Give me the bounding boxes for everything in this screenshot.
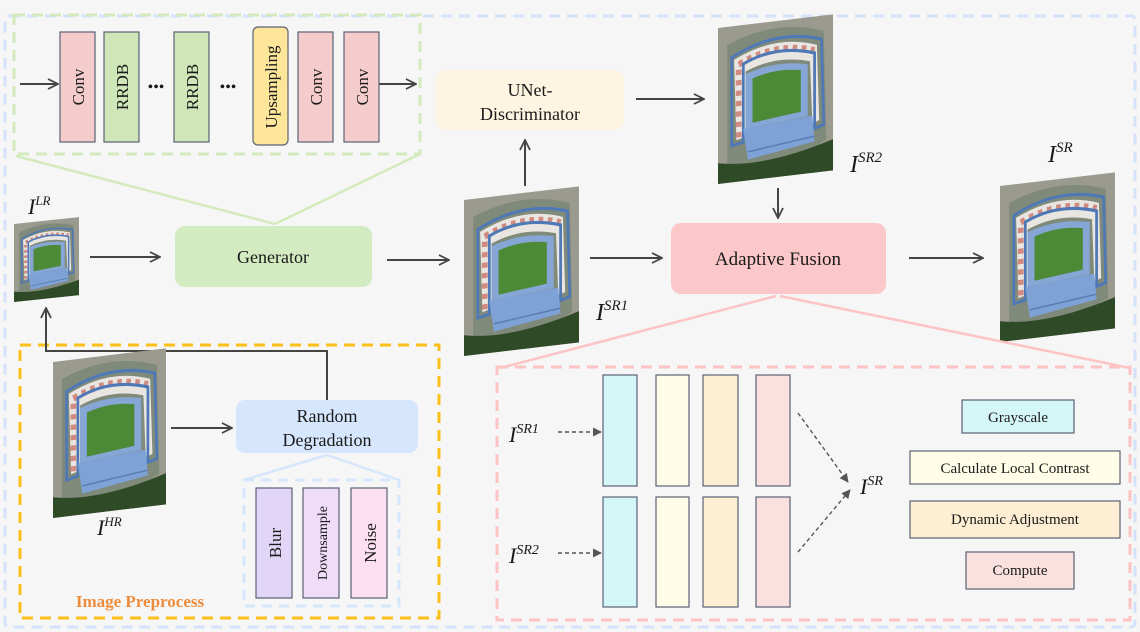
svg-text:Dynamic Adjustment: Dynamic Adjustment bbox=[951, 512, 1080, 528]
sr-label: ISR bbox=[1047, 140, 1073, 168]
svg-text:Conv: Conv bbox=[69, 68, 88, 105]
degradation-to-lr-arrow bbox=[46, 308, 328, 400]
sr1-image bbox=[464, 186, 579, 356]
preprocess-frame bbox=[18, 343, 441, 620]
generator-zoom-line-right bbox=[274, 152, 421, 226]
generator-zoom-line-left bbox=[15, 154, 276, 226]
fusion-detail-frame bbox=[495, 365, 1132, 622]
degradation-zoom-line-right bbox=[326, 453, 400, 482]
layer-upsampling: Upsampling bbox=[252, 26, 289, 146]
fusion-merge-arrow-bottom bbox=[797, 489, 851, 553]
svg-text:Compute: Compute bbox=[993, 563, 1048, 579]
random-degradation-node[interactable]: Random Degradation bbox=[236, 400, 418, 453]
sr-output-image bbox=[1000, 172, 1115, 342]
svg-text:Calculate Local Contrast: Calculate Local Contrast bbox=[940, 461, 1090, 477]
lr-label: ILR bbox=[27, 193, 51, 219]
svg-text:Generator: Generator bbox=[237, 247, 309, 267]
outer-frame bbox=[3, 14, 1137, 629]
preprocess-title: Image Preprocess bbox=[76, 592, 205, 611]
svg-text:RRDB: RRDB bbox=[113, 64, 132, 110]
svg-text:Grayscale: Grayscale bbox=[988, 410, 1048, 426]
legend-grayscale: Grayscale bbox=[961, 399, 1075, 434]
hr-image bbox=[53, 348, 166, 518]
fusion-row-sr1 bbox=[602, 374, 791, 487]
legend-dynamic-adjustment: Dynamic Adjustment bbox=[909, 500, 1121, 539]
layer-conv-3: Conv bbox=[343, 31, 380, 143]
fusion-output-label: ISR bbox=[859, 474, 883, 499]
fusion-input-sr2-label: ISR2 bbox=[508, 543, 539, 568]
ellipsis-1: ••• bbox=[148, 79, 165, 96]
degradation-detail-frame bbox=[242, 478, 401, 608]
degradation-zoom-line-left bbox=[243, 453, 328, 482]
degradation-downsample: Downsample bbox=[302, 487, 340, 599]
svg-text:Upsampling: Upsampling bbox=[262, 45, 281, 129]
svg-text:Degradation: Degradation bbox=[283, 430, 372, 450]
hr-label: IHR bbox=[96, 514, 122, 540]
svg-text:Downsample: Downsample bbox=[316, 506, 331, 580]
fusion-zoom-line-left bbox=[499, 294, 777, 370]
fusion-zoom-line-right bbox=[779, 294, 1131, 370]
degradation-noise: Noise bbox=[350, 487, 388, 599]
sr2-image bbox=[718, 14, 833, 184]
svg-text:UNet-: UNet- bbox=[508, 80, 553, 100]
adaptive-fusion-node[interactable]: Adaptive Fusion bbox=[671, 223, 886, 294]
fusion-row-sr2 bbox=[602, 496, 791, 608]
layer-rrdb-2: RRDB bbox=[173, 31, 210, 143]
layer-conv-1: Conv bbox=[59, 31, 96, 143]
lr-image bbox=[12, 215, 81, 304]
legend-compute: Compute bbox=[965, 551, 1075, 590]
degradation-blur: Blur bbox=[255, 487, 293, 599]
generator-node[interactable]: Generator bbox=[175, 226, 372, 287]
unet-discriminator-node[interactable]: UNet- Discriminator bbox=[436, 70, 624, 130]
layer-conv-2: Conv bbox=[297, 31, 334, 143]
fusion-input-sr1-label: ISR1 bbox=[508, 422, 539, 447]
generator-detail-frame bbox=[12, 13, 422, 156]
sr1-label: ISR1 bbox=[595, 298, 628, 326]
ellipsis-2: ••• bbox=[220, 79, 237, 96]
svg-text:Conv: Conv bbox=[307, 68, 326, 105]
svg-text:Discriminator: Discriminator bbox=[480, 104, 580, 124]
svg-text:Blur: Blur bbox=[266, 528, 285, 559]
svg-text:Random: Random bbox=[297, 406, 358, 426]
fusion-merge-arrow-top bbox=[797, 412, 849, 483]
sr2-label: ISR2 bbox=[849, 150, 883, 178]
svg-text:RRDB: RRDB bbox=[183, 64, 202, 110]
svg-text:Noise: Noise bbox=[361, 523, 380, 563]
svg-text:Conv: Conv bbox=[353, 68, 372, 105]
svg-text:Adaptive Fusion: Adaptive Fusion bbox=[715, 249, 842, 270]
legend-local-contrast: Calculate Local Contrast bbox=[909, 450, 1121, 485]
layer-rrdb-1: RRDB bbox=[103, 31, 140, 143]
